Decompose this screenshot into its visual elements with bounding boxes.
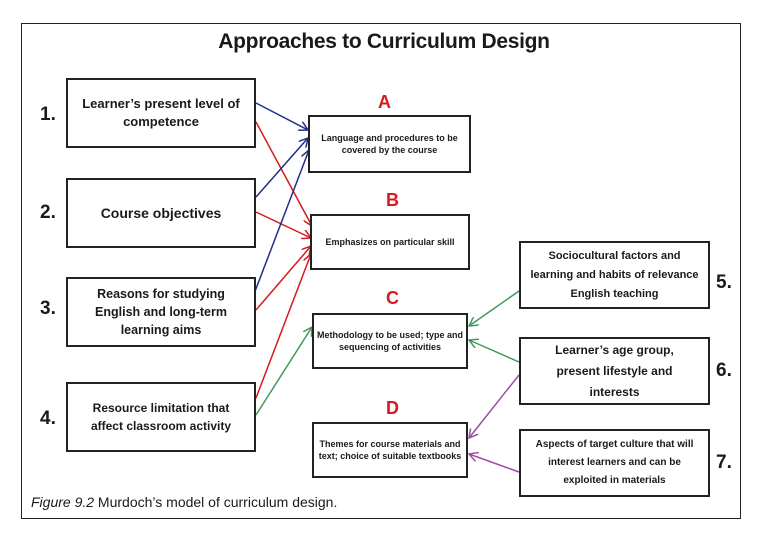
outcome-box-b: Emphasizes on particular skill (310, 214, 470, 270)
arrow-2-to-a (255, 138, 308, 198)
factor-text-2: Course objectives (100, 205, 222, 221)
arrow-3-to-b (255, 246, 311, 311)
arrow-1-to-b (255, 121, 312, 226)
outcome-text-c: Methodology to be used; type and sequenc… (317, 330, 463, 352)
diagram-frame (21, 23, 741, 519)
arrow-6-to-d (469, 374, 520, 438)
factor-text-4: Resource limitation that affect classroo… (90, 401, 232, 433)
outcome-text-b: Emphasizes on particular skill (325, 237, 455, 247)
outcome-letter-d: D (386, 398, 399, 418)
arrow-4-to-b (255, 254, 311, 399)
outcome-letter-a: A (378, 92, 391, 112)
arrow-3-to-a (253, 150, 309, 295)
outcome-letter-c: C (386, 288, 399, 308)
arrow-2-to-b (255, 211, 311, 238)
outcome-box-c: Methodology to be used; type and sequenc… (312, 313, 468, 369)
factor-box-6: Learner’s age group, present lifestyle a… (519, 337, 710, 405)
outcome-text-a: Language and procedures to be covered by… (321, 133, 458, 155)
factor-box-1: Learner’s present level of competence (66, 78, 256, 148)
factor-text-5: Sociocultural factors and learning and h… (530, 249, 699, 300)
arrow-7-to-d (469, 454, 520, 473)
arrow-5-to-c (469, 290, 520, 326)
factor-number-4: 4. (40, 408, 56, 429)
figure-caption: Figure 9.2 Murdoch’s model of curriculum… (31, 494, 337, 510)
outcome-box-d: Themes for course materials and text; ch… (312, 422, 468, 478)
factor-box-5: Sociocultural factors and learning and h… (519, 241, 710, 309)
factor-number-1: 1. (40, 104, 56, 125)
factor-number-5: 5. (716, 272, 732, 293)
factor-text-7: Aspects of target culture that will inte… (535, 439, 694, 486)
factor-box-2: Course objectives (66, 178, 256, 248)
outcome-letter-b: B (386, 190, 399, 210)
factor-text-6: Learner’s age group, present lifestyle a… (555, 342, 674, 399)
factor-box-3: Reasons for studying English and long-te… (66, 277, 256, 347)
factor-number-7: 7. (716, 452, 732, 473)
arrow-4-to-c (255, 327, 312, 416)
factor-box-7: Aspects of target culture that will inte… (519, 429, 710, 497)
arrow-6-to-c (469, 340, 520, 363)
diagram-title: Approaches to Curriculum Design (218, 30, 550, 53)
figure-label: Figure 9.2 (31, 494, 95, 510)
outcome-text-d: Themes for course materials and text; ch… (318, 439, 462, 461)
factor-box-4: Resource limitation that affect classroo… (66, 382, 256, 452)
outcome-box-a: Language and procedures to be covered by… (308, 115, 471, 173)
factor-text-3: Reasons for studying English and long-te… (95, 287, 227, 337)
caption-text: Murdoch’s model of curriculum design. (94, 494, 338, 510)
arrow-1-to-a (255, 102, 308, 130)
factor-number-6: 6. (716, 360, 732, 381)
factor-text-1: Learner’s present level of competence (82, 96, 240, 129)
factor-number-3: 3. (40, 298, 56, 319)
factor-number-2: 2. (40, 202, 56, 223)
